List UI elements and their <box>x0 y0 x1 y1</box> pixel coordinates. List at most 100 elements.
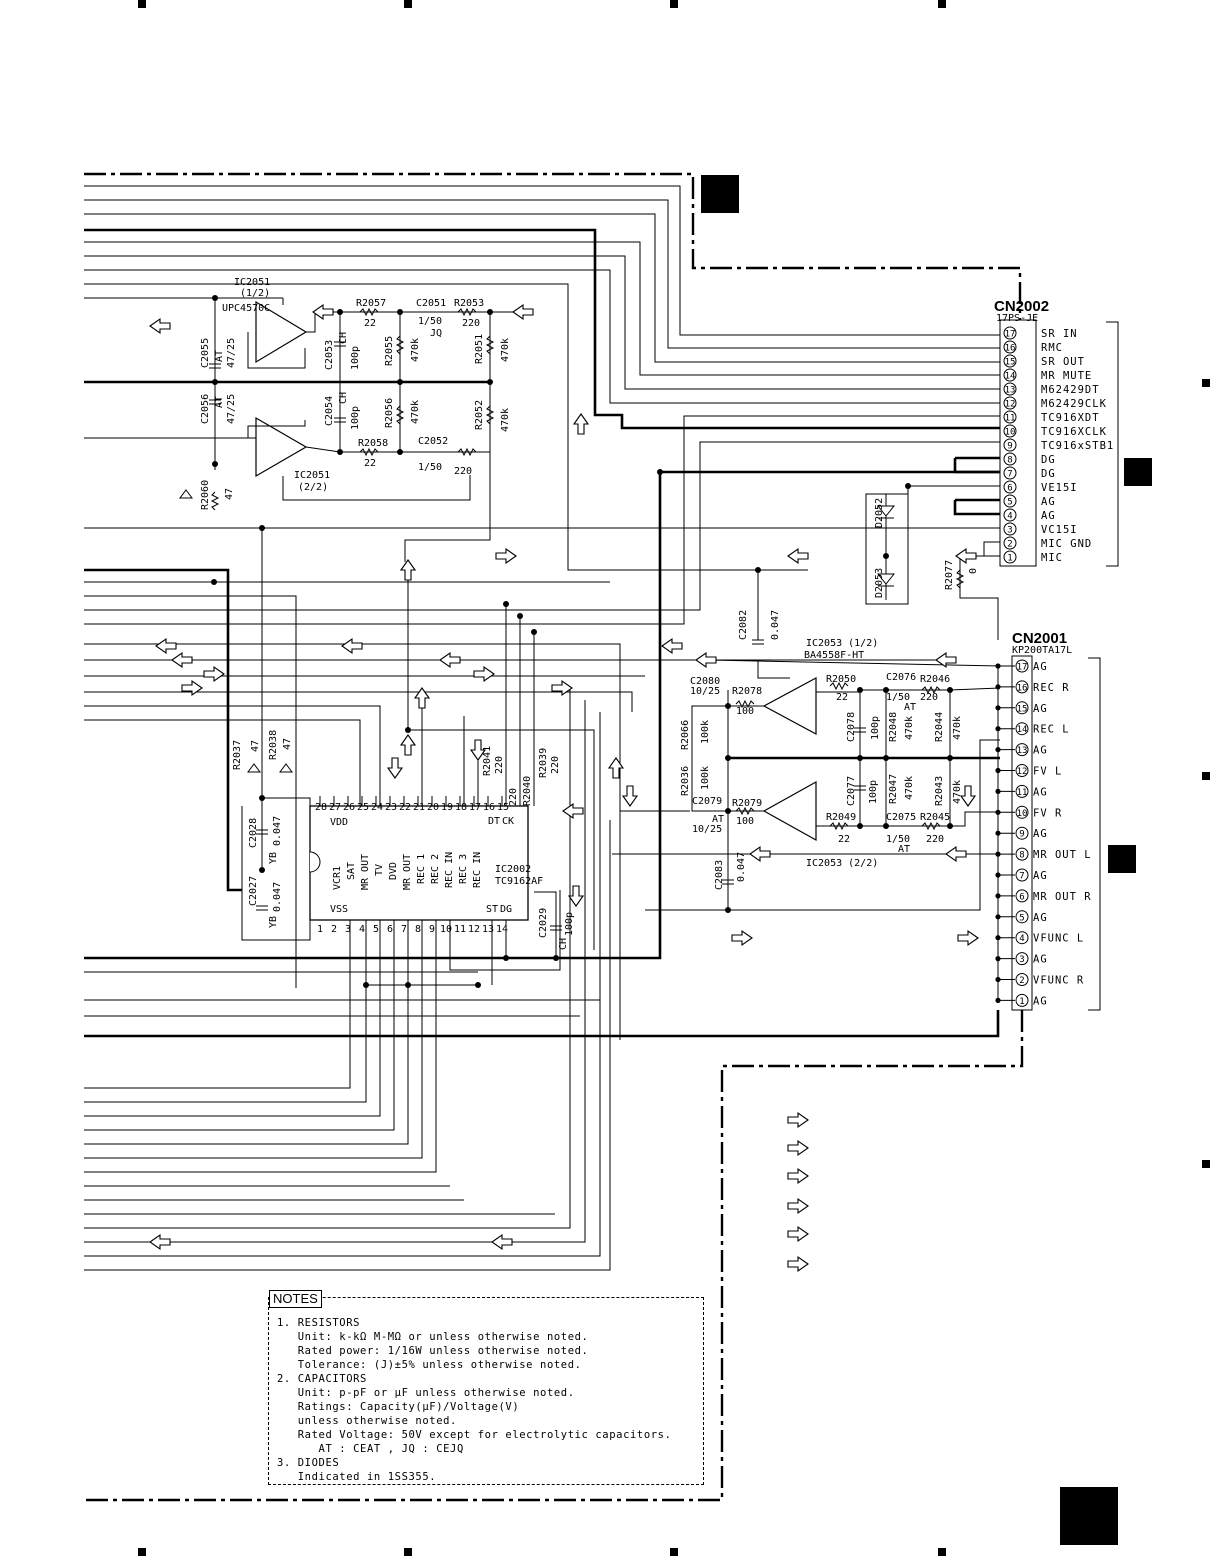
ic2002-pin-number: 16 <box>483 802 495 813</box>
ic2002-pin-number: 9 <box>429 924 435 935</box>
svg-text:TC9162AF: TC9162AF <box>495 876 543 887</box>
cn2002-pin-circle <box>1003 382 1017 396</box>
cn2001-pin-circle <box>1015 826 1029 840</box>
svg-text:REC 2: REC 2 <box>430 854 441 884</box>
ic2002-pin-number: 5 <box>373 924 379 935</box>
svg-text:R2079: R2079 <box>732 798 762 809</box>
cn2002-pin-circle <box>1003 396 1017 410</box>
svg-text:22: 22 <box>836 692 848 703</box>
svg-text:JQ: JQ <box>430 328 442 339</box>
svg-text:470k: 470k <box>952 780 963 804</box>
cn2002-pin-number: 14 <box>1005 372 1016 382</box>
cn2001-pin-number: 16 <box>1017 683 1028 693</box>
svg-text:(1/2): (1/2) <box>240 288 270 299</box>
svg-text:0.047: 0.047 <box>272 816 283 846</box>
svg-text:R2037: R2037 <box>232 740 243 770</box>
svg-text:0.047: 0.047 <box>272 882 283 912</box>
svg-text:1/50: 1/50 <box>886 834 910 845</box>
cn2002-pin-circle <box>1003 466 1017 480</box>
cn2002-pin-signal: AG <box>1041 510 1056 522</box>
cn2001-pin-number: 1 <box>1019 997 1024 1007</box>
cn2002-pin-signal: MIC <box>1041 552 1063 564</box>
cn2001-pin-number: 7 <box>1019 872 1024 882</box>
rotated-labels: C2055 AT 47/25 C2056 AT 47/25 C2053 CH 1… <box>200 332 979 950</box>
legend-arrow-5 <box>787 1225 809 1243</box>
legend-arrow-1 <box>787 1111 809 1129</box>
cn2002-pin-signal: TC916XDT <box>1041 412 1100 424</box>
cn2001-pin-circle <box>1015 680 1029 694</box>
cn2001-pin-number: 9 <box>1019 830 1024 840</box>
ic2002-pin-number: 6 <box>387 924 393 935</box>
ic2002-pin-number: 22 <box>399 802 411 813</box>
cn2001-pin-signal: AG <box>1033 703 1048 715</box>
cn2001-pin-signal: AG <box>1033 870 1048 882</box>
cn2002-pin-signal: AG <box>1041 496 1056 508</box>
svg-text:100k: 100k <box>700 720 711 744</box>
cn2001-pin-signal: AG <box>1033 786 1048 798</box>
svg-text:IC2002: IC2002 <box>495 864 531 875</box>
svg-text:47: 47 <box>250 740 261 752</box>
svg-text:DG: DG <box>500 904 512 915</box>
cn2002-pin-signal: SR OUT <box>1041 356 1085 368</box>
cn2002-pin-signal: M62429DT <box>1041 384 1100 396</box>
cn2001-pin-number: 10 <box>1017 809 1028 819</box>
cn2002-pin-circle <box>1003 508 1017 522</box>
ic2051-feedback <box>211 295 911 585</box>
cn2001-pin-number: 2 <box>1019 976 1024 986</box>
cn2001-pin-circle <box>1015 659 1029 673</box>
svg-text:DT: DT <box>488 816 500 827</box>
svg-text:R2066: R2066 <box>680 720 691 750</box>
cn2002-pin-circle <box>1003 410 1017 424</box>
svg-text:IC2053 (1/2): IC2053 (1/2) <box>806 638 878 649</box>
svg-text:220: 220 <box>454 466 472 477</box>
ic2002-pin-number: 14 <box>496 924 508 935</box>
ic2002-pin-number: 4 <box>359 924 365 935</box>
ic2002-chip <box>241 528 595 1000</box>
notes-line: Ratings: Capacity(μF)/Voltage(V) <box>277 1401 520 1413</box>
svg-text:R2041: R2041 <box>482 746 493 776</box>
cn2001-pin-signal: AG <box>1033 995 1048 1007</box>
svg-text:REC 1: REC 1 <box>416 854 427 884</box>
cn2002-pin-number: 15 <box>1005 358 1016 368</box>
svg-text:C2080: C2080 <box>690 676 720 687</box>
cn2001-pin-signal: VFUNC L <box>1033 933 1084 945</box>
cn2001-pin-circle <box>1015 847 1029 861</box>
block-marker-corner <box>1060 1487 1118 1545</box>
cn2002-pin-signal: DG <box>1041 454 1056 466</box>
block-marker-right-lower <box>1108 845 1136 873</box>
svg-text:(2/2): (2/2) <box>298 482 328 493</box>
ic2002-pin-number: 3 <box>345 924 351 935</box>
board-outline <box>84 172 1024 1502</box>
svg-text:100p: 100p <box>870 716 881 740</box>
cn2002-pin-number: 6 <box>1007 484 1012 494</box>
svg-text:REC IN: REC IN <box>472 852 483 888</box>
ic2002-pin-number: 24 <box>371 802 383 813</box>
cn2001-pin-signal: REC L <box>1033 724 1070 736</box>
svg-text:C2055: C2055 <box>200 338 211 368</box>
svg-text:22: 22 <box>364 458 376 469</box>
cn2002-pin-circle <box>1003 480 1017 494</box>
cn2001-pin-number: 14 <box>1017 725 1028 735</box>
notes-line: unless otherwise noted. <box>277 1415 457 1427</box>
svg-text:AT: AT <box>214 350 225 362</box>
notes-line: 2. CAPACITORS <box>277 1373 367 1385</box>
svg-text:1/50: 1/50 <box>418 316 442 327</box>
svg-text:CK: CK <box>502 816 514 827</box>
cn2002-pin-signal: VE15I <box>1041 482 1078 494</box>
svg-text:C2082: C2082 <box>738 610 749 640</box>
svg-text:22: 22 <box>364 318 376 329</box>
ic2002-pin-number: 2 <box>331 924 337 935</box>
svg-text:220: 220 <box>926 834 944 845</box>
cn2001-pin-circle <box>1015 764 1029 777</box>
notes-line: AT : CEAT , JQ : CEJQ <box>277 1443 464 1455</box>
cn2001-ref: CN2001 <box>1012 630 1067 647</box>
legend-arrow-2 <box>787 1139 809 1157</box>
cn2002-pin-circle <box>1003 326 1017 340</box>
ic2002-pin-number: 23 <box>385 802 397 813</box>
svg-text:MR OUT: MR OUT <box>360 854 371 890</box>
ic2002-pin-number: 19 <box>441 802 453 813</box>
ic2002-pin-number: 7 <box>401 924 407 935</box>
svg-text:C2029: C2029 <box>538 908 549 938</box>
